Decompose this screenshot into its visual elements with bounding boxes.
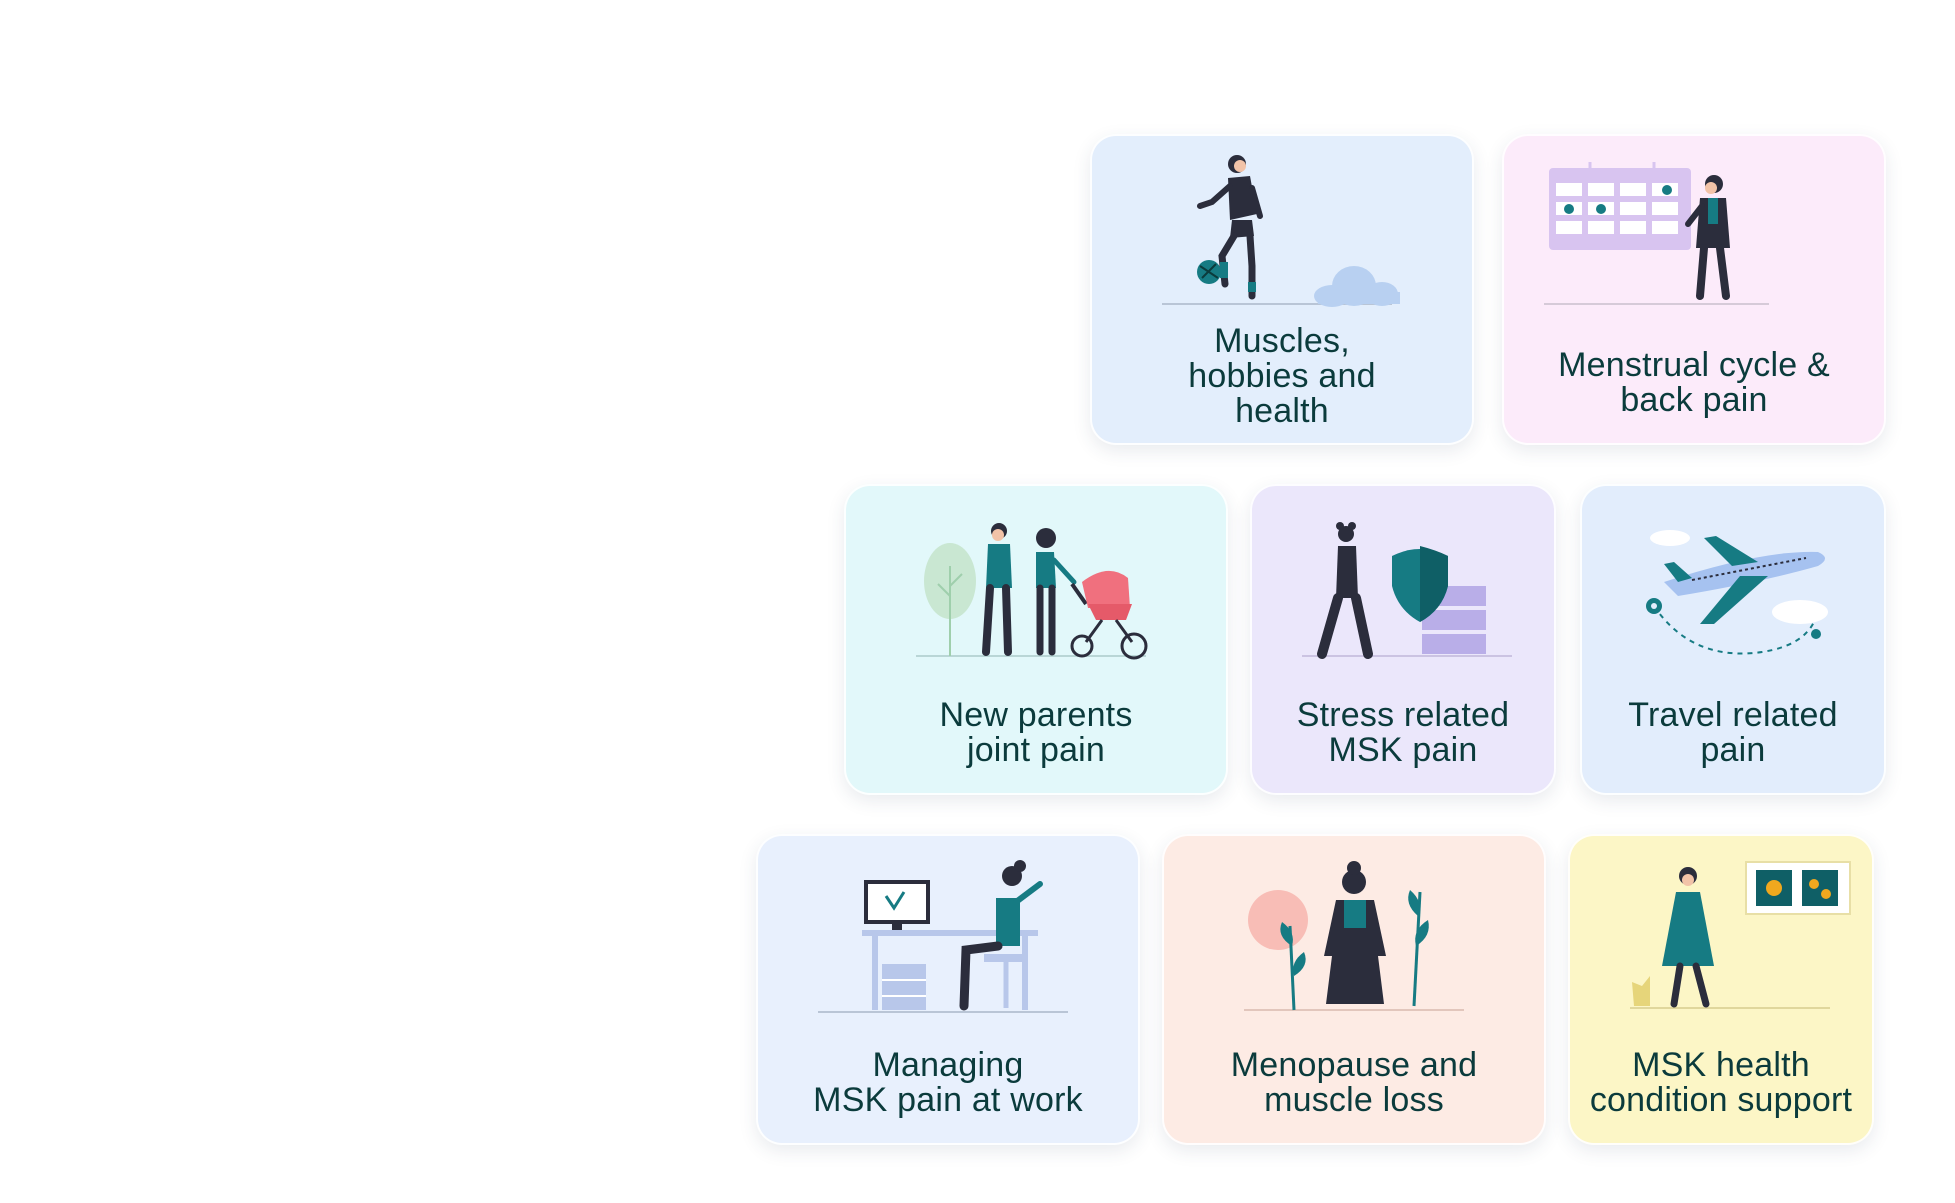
desk-worker-icon [818,860,1068,1013]
parents-stroller-icon [916,523,1148,660]
card-menopause-muscle-loss[interactable]: Menopause and muscle loss [1162,834,1546,1145]
card-msk-condition-support[interactable]: MSK health condition support [1568,834,1874,1145]
card-label: MSK health condition support [1589,1046,1853,1119]
card-label: Stress related MSK pain [1296,696,1510,769]
airplane-icon [1646,530,1828,655]
football-player-icon [1162,155,1400,307]
card-msk-pain-at-work[interactable]: Managing MSK pain at work [756,834,1140,1145]
card-label: Travel related pain [1628,696,1838,769]
card-travel-pain[interactable]: Travel related pain [1580,484,1886,795]
card-new-parents[interactable]: New parents joint pain [844,484,1228,795]
card-label: New parents joint pain [939,696,1133,769]
card-label: Muscles, hobbies and health [1188,322,1376,430]
card-menstrual-cycle[interactable]: Menstrual cycle & back pain [1502,134,1886,445]
woman-plants-icon [1244,861,1464,1011]
shield-woman-icon [1302,522,1512,659]
card-label: Menopause and muscle loss [1230,1046,1478,1119]
card-stress-msk-pain[interactable]: Stress related MSK pain [1250,484,1556,795]
calendar-woman-icon [1544,162,1769,305]
woman-gallery-icon [1630,861,1851,1009]
card-label: Managing MSK pain at work [813,1046,1083,1119]
card-muscles-hobbies-health[interactable]: Muscles, hobbies and health [1090,134,1474,445]
card-label: Menstrual cycle & back pain [1558,346,1830,419]
